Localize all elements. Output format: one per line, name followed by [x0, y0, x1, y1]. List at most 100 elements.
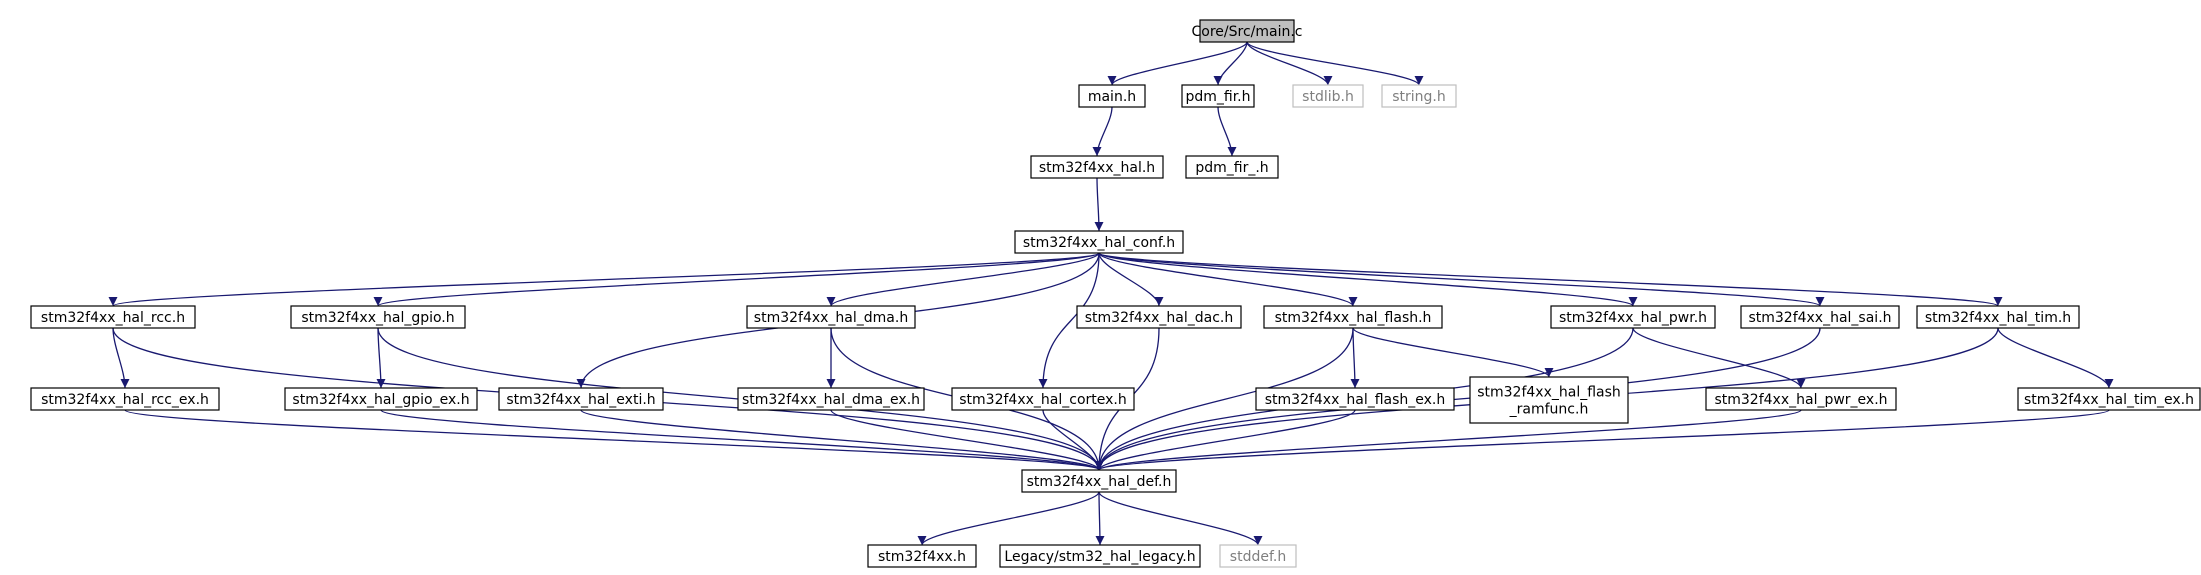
node-pdm-fir-h[interactable]: pdm_fir.h — [1181, 84, 1255, 108]
node-hal-rcc-ex-h[interactable]: stm32f4xx_hal_rcc_ex.h — [30, 387, 220, 411]
edge-hal-sai-h-to-hal-def-h — [1094, 327, 1821, 471]
node-box — [1078, 84, 1146, 108]
node-hal-gpio-ex-h[interactable]: stm32f4xx_hal_gpio_ex.h — [284, 387, 478, 411]
node-string-h[interactable]: string.h — [1381, 84, 1457, 108]
node-box — [1263, 305, 1443, 329]
node-hal-tim-h[interactable]: stm32f4xx_hal_tim.h — [1916, 305, 2080, 329]
node-label: _ramfunc.h — [1509, 402, 1589, 418]
node-label: stm32f4xx_hal_dac.h — [1085, 310, 1233, 326]
node-label: pdm_fir_.h — [1195, 160, 1268, 176]
node-box — [1199, 19, 1295, 43]
node-label: stm32f4xx_hal_rcc.h — [41, 310, 185, 326]
node-hal-rcc-h[interactable]: stm32f4xx_hal_rcc.h — [30, 305, 196, 329]
edge-hal-conf-h-to-hal-rcc-h — [109, 252, 1100, 307]
node-hal-pwr-ex-h[interactable]: stm32f4xx_hal_pwr_ex.h — [1705, 387, 1897, 411]
edges-layer — [109, 41, 2114, 546]
node-hal-flash-ex-h[interactable]: stm32f4xx_hal_flash_ex.h — [1255, 387, 1455, 411]
edge-hal-tim-ex-h-to-hal-def-h — [1095, 409, 2110, 471]
node-label: stm32f4xx_hal_sai.h — [1748, 310, 1891, 326]
node-box — [1181, 84, 1255, 108]
node-box — [1014, 230, 1184, 254]
node-hal-conf-h[interactable]: stm32f4xx_hal_conf.h — [1014, 230, 1184, 254]
edge-hal-flash-h-to-hal-flash-ex-h — [1350, 327, 1360, 389]
edge-hal-pwr-ex-h-to-hal-def-h — [1094, 409, 1802, 471]
edge-hal-exti-h-to-hal-def-h — [580, 409, 1104, 471]
edge-hal-dma-ex-h-to-hal-def-h — [830, 409, 1104, 471]
node-box — [30, 387, 220, 411]
edge-main-c-to-main-h — [1107, 41, 1248, 86]
edge-hal-conf-h-to-hal-dma-h — [826, 252, 1100, 307]
node-label: Core/Src/main.c — [1192, 24, 1303, 40]
edge-hal-tim-h-to-hal-tim-ex-h — [1997, 327, 2114, 389]
edge-hal-conf-h-to-hal-gpio-h — [373, 252, 1100, 307]
node-hal-sai-h[interactable]: stm32f4xx_hal_sai.h — [1740, 305, 1900, 329]
edge-hal-pwr-h-to-hal-pwr-ex-h — [1632, 327, 1806, 389]
node-label: stm32f4xx_hal_cortex.h — [959, 392, 1126, 408]
node-label: stm32f4xx_hal_pwr_ex.h — [1714, 392, 1887, 408]
node-box — [737, 387, 925, 411]
node-label: stm32f4xx_hal_gpio_ex.h — [292, 392, 469, 408]
node-stm32f4xx-h[interactable]: stm32f4xx.h — [867, 544, 977, 568]
node-box — [1916, 305, 2080, 329]
node-box — [867, 544, 977, 568]
node-hal-def-h[interactable]: stm32f4xx_hal_def.h — [1021, 469, 1177, 493]
node-label: stm32f4xx_hal_exti.h — [506, 392, 655, 408]
edge-hal-conf-h-to-hal-sai-h — [1098, 252, 1825, 307]
node-label: stm32f4xx.h — [878, 549, 966, 565]
node-hal-gpio-h[interactable]: stm32f4xx_hal_gpio.h — [290, 305, 466, 329]
node-box — [2017, 387, 2201, 411]
edge-main-h-to-hal-h — [1092, 106, 1113, 157]
node-hal-pwr-h[interactable]: stm32f4xx_hal_pwr.h — [1550, 305, 1716, 329]
node-label: main.h — [1088, 89, 1136, 105]
node-box — [1185, 155, 1279, 179]
node-main-c[interactable]: Core/Src/main.c — [1192, 19, 1303, 43]
node-hal-flash-h[interactable]: stm32f4xx_hal_flash.h — [1263, 305, 1443, 329]
node-label: stm32f4xx_hal_rcc_ex.h — [41, 392, 209, 408]
node-hal-tim-ex-h[interactable]: stm32f4xx_hal_tim_ex.h — [2017, 387, 2201, 411]
edge-hal-gpio-h-to-hal-gpio-ex-h — [376, 327, 386, 389]
edge-hal-gpio-ex-h-to-hal-def-h — [380, 409, 1104, 471]
edge-hal-conf-h-to-hal-tim-h — [1098, 252, 2002, 307]
node-stddef-h[interactable]: stddef.h — [1219, 544, 1297, 568]
node-label: stm32f4xx_hal_flash — [1477, 385, 1621, 401]
node-label: stm32f4xx_hal.h — [1039, 160, 1155, 176]
node-box — [1740, 305, 1900, 329]
node-label: stm32f4xx_hal_flash_ex.h — [1265, 392, 1446, 408]
node-hal-dac-h[interactable]: stm32f4xx_hal_dac.h — [1076, 305, 1242, 329]
node-box — [1021, 469, 1177, 493]
node-box — [1219, 544, 1297, 568]
node-box — [290, 305, 466, 329]
edge-hal-flash-ex-h-to-hal-def-h — [1094, 409, 1356, 471]
edge-hal-rcc-ex-h-to-hal-def-h — [124, 409, 1104, 471]
node-box — [1381, 84, 1457, 108]
node-main-h[interactable]: main.h — [1078, 84, 1146, 108]
node-label: stm32f4xx_hal_gpio.h — [301, 310, 454, 326]
edge-hal-rcc-h-to-hal-rcc-ex-h — [112, 327, 130, 389]
node-label: Legacy/stm32_hal_legacy.h — [1004, 549, 1195, 565]
node-box — [1030, 155, 1164, 179]
node-label: stm32f4xx_hal_conf.h — [1023, 235, 1175, 251]
node-label: stddef.h — [1230, 549, 1286, 565]
node-stdlib-h[interactable]: stdlib.h — [1292, 84, 1364, 108]
edge-hal-conf-h-to-hal-dac-h — [1098, 252, 1164, 307]
node-hal-cortex-h[interactable]: stm32f4xx_hal_cortex.h — [951, 387, 1135, 411]
node-hal-dma-ex-h[interactable]: stm32f4xx_hal_dma_ex.h — [737, 387, 925, 411]
node-box — [498, 387, 664, 411]
node-box — [1255, 387, 1455, 411]
node-pdm-fir-under-h[interactable]: pdm_fir_.h — [1185, 155, 1279, 179]
node-hal-exti-h[interactable]: stm32f4xx_hal_exti.h — [498, 387, 664, 411]
node-hal-dma-h[interactable]: stm32f4xx_hal_dma.h — [746, 305, 916, 329]
node-hal-h[interactable]: stm32f4xx_hal.h — [1030, 155, 1164, 179]
node-hal-flash-ramfunc-h[interactable]: stm32f4xx_hal_flash_ramfunc.h — [1469, 376, 1629, 424]
edge-hal-conf-h-to-hal-cortex-h — [1038, 252, 1100, 389]
node-box — [1292, 84, 1364, 108]
nodes-layer: Core/Src/main.c main.h pdm_fir.h stdlib.h st… — [30, 19, 2201, 568]
node-box — [746, 305, 916, 329]
node-legacy-h[interactable]: Legacy/stm32_hal_legacy.h — [999, 544, 1201, 568]
node-label: stm32f4xx_hal_tim.h — [1925, 310, 2071, 326]
edge-pdm-fir-h-to-pdm-fir-under-h — [1217, 106, 1237, 157]
node-box — [1705, 387, 1897, 411]
node-label: string.h — [1392, 89, 1446, 105]
edge-hal-flash-h-to-hal-flash-ramfunc-h — [1352, 327, 1554, 378]
